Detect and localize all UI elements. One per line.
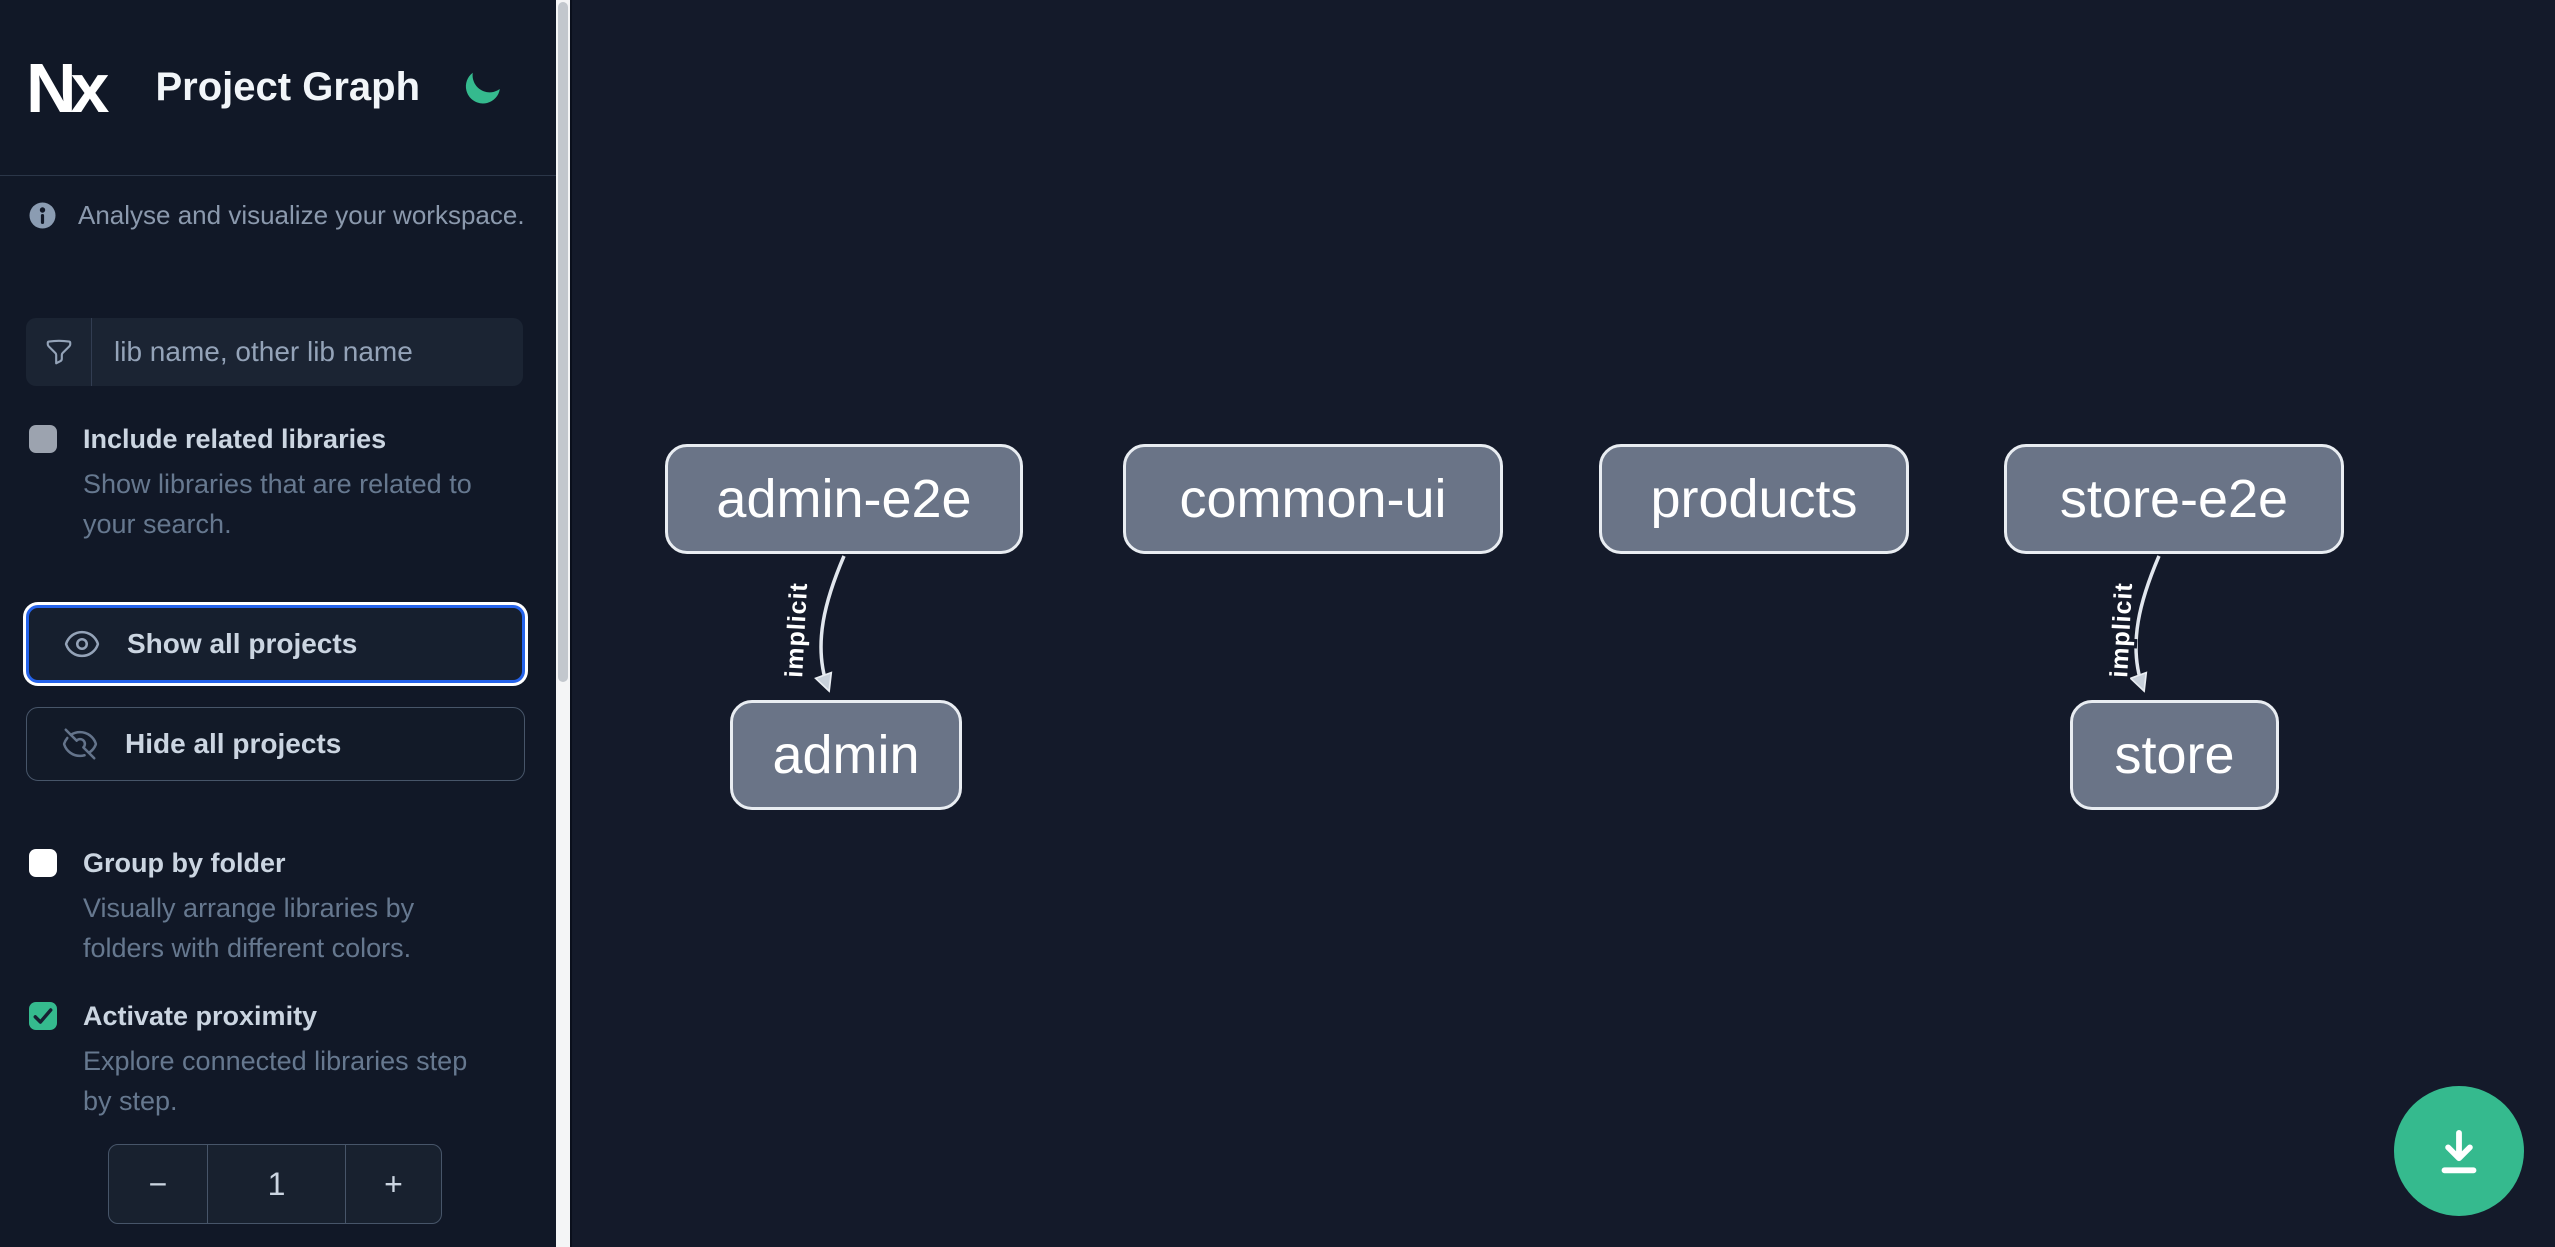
eye-icon bbox=[63, 625, 101, 663]
sidebar-scrollbar[interactable] bbox=[556, 0, 572, 1247]
edge-admin-e2e-to-admin bbox=[821, 555, 846, 688]
search-box bbox=[26, 318, 523, 386]
workspace-tagline-row: Analyse and visualize your workspace. bbox=[29, 200, 525, 231]
graph-canvas[interactable]: implicit implicit admin-e2e common-ui pr… bbox=[574, 0, 2555, 1247]
activate-proximity-description: Explore connected libraries step by step… bbox=[83, 1041, 533, 1121]
description-line: Visually arrange libraries by bbox=[83, 893, 415, 923]
hide-all-projects-button[interactable]: Hide all projects bbox=[26, 707, 525, 781]
description-line: Explore connected libraries step bbox=[83, 1046, 468, 1076]
description-line: your search. bbox=[83, 509, 232, 539]
download-graph-button[interactable] bbox=[2394, 1086, 2524, 1216]
funnel-icon bbox=[26, 318, 92, 386]
graph-edges: implicit implicit bbox=[777, 555, 2161, 1247]
include-related-libraries-option: Include related libraries Show libraries… bbox=[29, 422, 533, 544]
group-by-folder-label: Group by folder bbox=[83, 848, 286, 878]
decrement-button[interactable]: − bbox=[109, 1145, 208, 1223]
description-line: folders with different colors. bbox=[83, 933, 412, 963]
description-line: Show libraries that are related to bbox=[83, 469, 472, 499]
project-node-store-e2e[interactable]: store-e2e bbox=[2004, 444, 2344, 554]
include-related-label: Include related libraries bbox=[83, 424, 387, 454]
increment-button[interactable]: + bbox=[345, 1145, 441, 1223]
proximity-depth-stepper: − 1 + bbox=[108, 1144, 442, 1224]
activate-proximity-label: Activate proximity bbox=[83, 1001, 318, 1031]
project-node-admin[interactable]: admin bbox=[730, 700, 962, 810]
activate-proximity-checkbox[interactable] bbox=[29, 1002, 57, 1030]
hide-all-projects-label: Hide all projects bbox=[125, 728, 342, 759]
edge-label-implicit: implicit bbox=[780, 582, 813, 679]
project-node-store[interactable]: store bbox=[2070, 700, 2279, 810]
include-related-description: Show libraries that are related to your … bbox=[83, 464, 533, 544]
moon-icon bbox=[461, 67, 503, 109]
activate-proximity-option: Activate proximity Explore connected lib… bbox=[29, 999, 533, 1121]
download-icon bbox=[2430, 1122, 2488, 1180]
sidebar-header: Nx Project Graph bbox=[0, 0, 556, 176]
show-all-projects-label: Show all projects bbox=[127, 628, 358, 659]
nx-logo: Nx bbox=[26, 48, 110, 127]
show-all-projects-button[interactable]: Show all projects bbox=[26, 605, 525, 683]
sidebar: Nx Project Graph Analyse and visualize y… bbox=[0, 0, 556, 1247]
eye-slash-icon bbox=[61, 725, 99, 763]
proximity-depth-value[interactable]: 1 bbox=[267, 1165, 286, 1202]
include-related-checkbox[interactable] bbox=[29, 425, 57, 453]
description-line: by step. bbox=[83, 1086, 178, 1116]
edge-label-implicit: implicit bbox=[2105, 582, 2138, 679]
edge-store-e2e-to-store bbox=[2136, 555, 2161, 688]
workspace-tagline: Analyse and visualize your workspace. bbox=[78, 200, 525, 230]
theme-toggle-button[interactable] bbox=[460, 66, 504, 110]
checkmark-icon bbox=[31, 1004, 55, 1028]
search-input[interactable] bbox=[92, 318, 523, 386]
info-icon bbox=[29, 202, 56, 229]
project-node-products[interactable]: products bbox=[1599, 444, 1909, 554]
page-title: Project Graph bbox=[155, 65, 420, 109]
group-by-folder-option: Group by folder Visually arrange librari… bbox=[29, 846, 533, 968]
project-node-admin-e2e[interactable]: admin-e2e bbox=[665, 444, 1023, 554]
project-node-common-ui[interactable]: common-ui bbox=[1123, 444, 1503, 554]
group-by-folder-description: Visually arrange libraries by folders wi… bbox=[83, 888, 533, 968]
sidebar-scrollbar-thumb[interactable] bbox=[558, 2, 568, 682]
group-by-folder-checkbox[interactable] bbox=[29, 849, 57, 877]
